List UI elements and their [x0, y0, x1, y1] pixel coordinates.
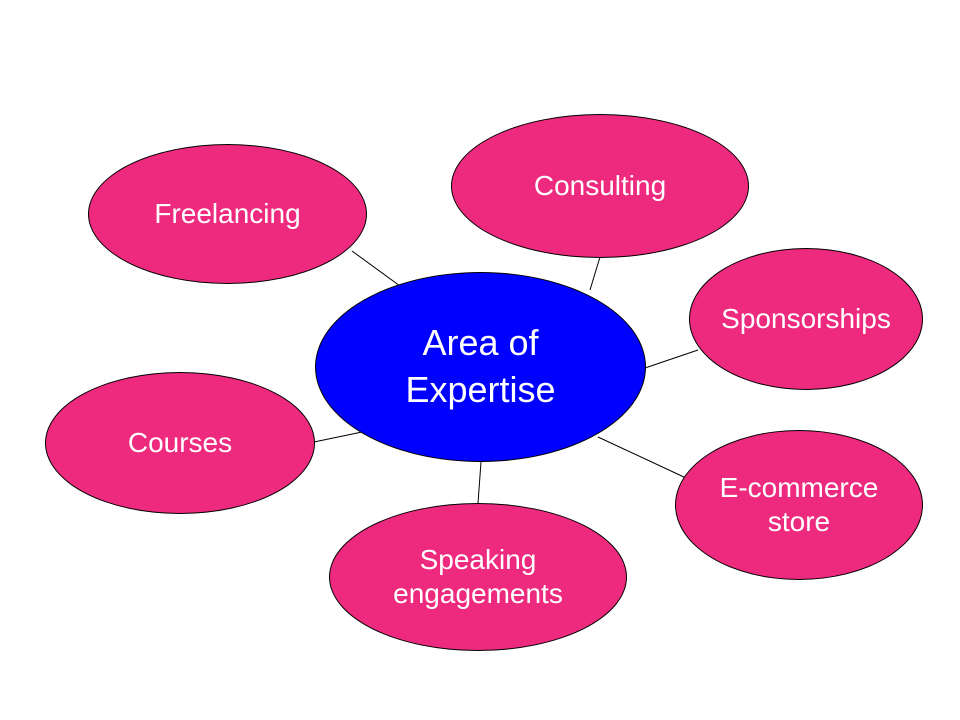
- node-ecommerce-label: E-commerce store: [719, 471, 879, 537]
- node-freelancing: Freelancing: [88, 144, 367, 284]
- connector-speaking: [477, 461, 482, 504]
- connector-freelancing: [351, 250, 401, 287]
- node-consulting-label: Consulting: [533, 169, 667, 201]
- node-courses: Courses: [45, 372, 315, 514]
- connector-consulting: [589, 256, 601, 291]
- node-speaking-label: Speaking engagements: [393, 543, 563, 609]
- node-sponsorships-label: Sponsorships: [721, 302, 891, 334]
- node-courses-label: Courses: [127, 426, 233, 458]
- node-freelancing-label: Freelancing: [154, 197, 301, 229]
- connector-ecommerce: [597, 436, 687, 479]
- node-consulting: Consulting: [451, 114, 749, 258]
- node-speaking: Speaking engagements: [329, 503, 627, 651]
- connector-sponsorships: [644, 349, 699, 369]
- node-center: Area of Expertise: [315, 272, 646, 462]
- node-sponsorships: Sponsorships: [689, 248, 923, 390]
- node-ecommerce: E-commerce store: [675, 430, 923, 580]
- connector-courses: [313, 431, 363, 443]
- node-center-label: Area of Expertise: [405, 322, 556, 410]
